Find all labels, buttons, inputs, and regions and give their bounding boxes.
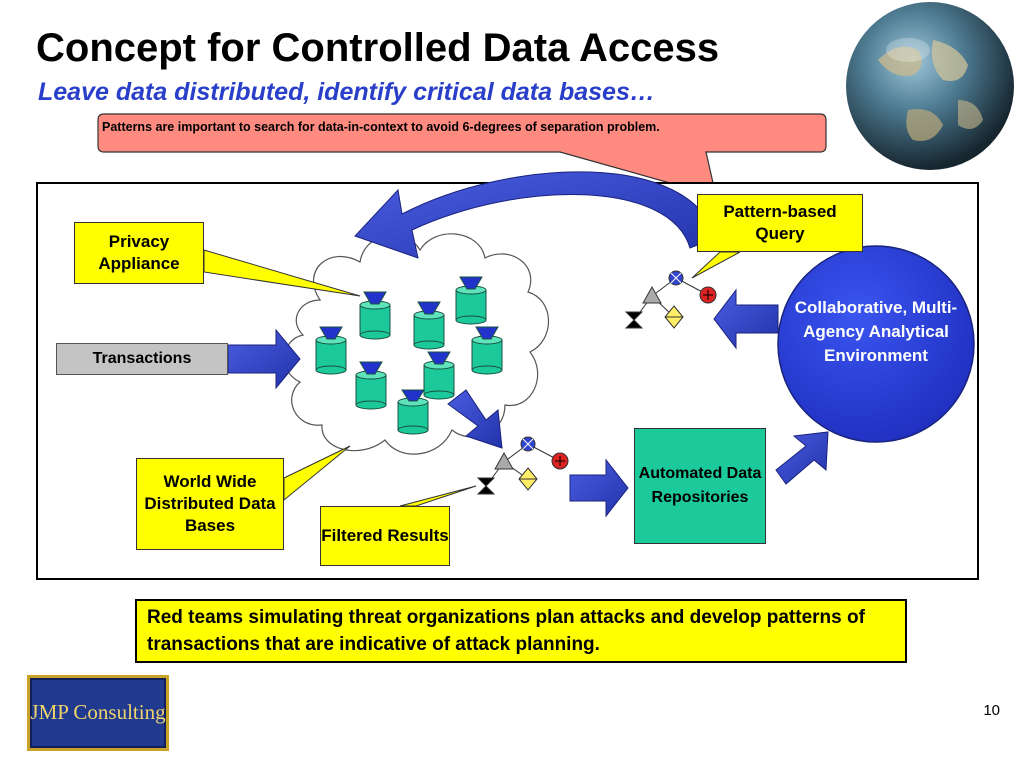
- filtered-pointer: [399, 485, 477, 507]
- wwdb-pointer: [283, 445, 351, 502]
- page-number: 10: [983, 702, 1000, 719]
- privacy-appliance-box: Privacy Appliance: [74, 222, 204, 284]
- curved-query-arrow: [354, 171, 717, 259]
- jmp-consulting-logo: JMP Consulting: [27, 675, 169, 751]
- filter-glyph: [476, 436, 569, 495]
- filter-to-repo-arrow: [569, 458, 629, 518]
- db-cylinder: [397, 389, 429, 435]
- transactions-arrow: [227, 328, 301, 390]
- collaborative-circle: [777, 245, 975, 443]
- db-cylinder: [315, 326, 347, 375]
- pattern-query-glyph: [624, 270, 717, 329]
- db-cylinder: [471, 326, 503, 375]
- db-cylinder: [423, 351, 455, 400]
- filtered-results-box: Filtered Results: [320, 506, 450, 566]
- database-cylinders: [315, 276, 503, 435]
- slide-title: Concept for Controlled Data Access: [36, 26, 720, 70]
- slide-subtitle: Leave data distributed, identify critica…: [38, 78, 655, 106]
- env-to-query-arrow: [713, 288, 779, 350]
- db-cylinder: [413, 301, 445, 350]
- cloud-to-filter-arrow: [447, 389, 503, 449]
- red-teams-note: Red teams simulating threat organization…: [135, 599, 907, 663]
- privacy-pointer: [203, 249, 361, 297]
- db-cylinder: [455, 276, 487, 325]
- repo-to-env-arrow: [775, 431, 829, 485]
- callout-text: Patterns are important to search for dat…: [102, 120, 660, 134]
- transactions-box: Transactions: [56, 343, 228, 375]
- world-wide-databases-box: World Wide Distributed Data Bases: [136, 458, 284, 550]
- globe-icon: [846, 2, 1014, 170]
- automated-repositories-box: Automated Data Repositories: [634, 428, 766, 544]
- pattern-query-box: Pattern-based Query: [697, 194, 863, 252]
- query-pointer: [691, 251, 741, 279]
- collaborative-environment-label: Collaborative, Multi-Agency Analytical E…: [794, 298, 958, 365]
- db-cylinder: [359, 291, 391, 340]
- db-cylinder: [355, 361, 387, 410]
